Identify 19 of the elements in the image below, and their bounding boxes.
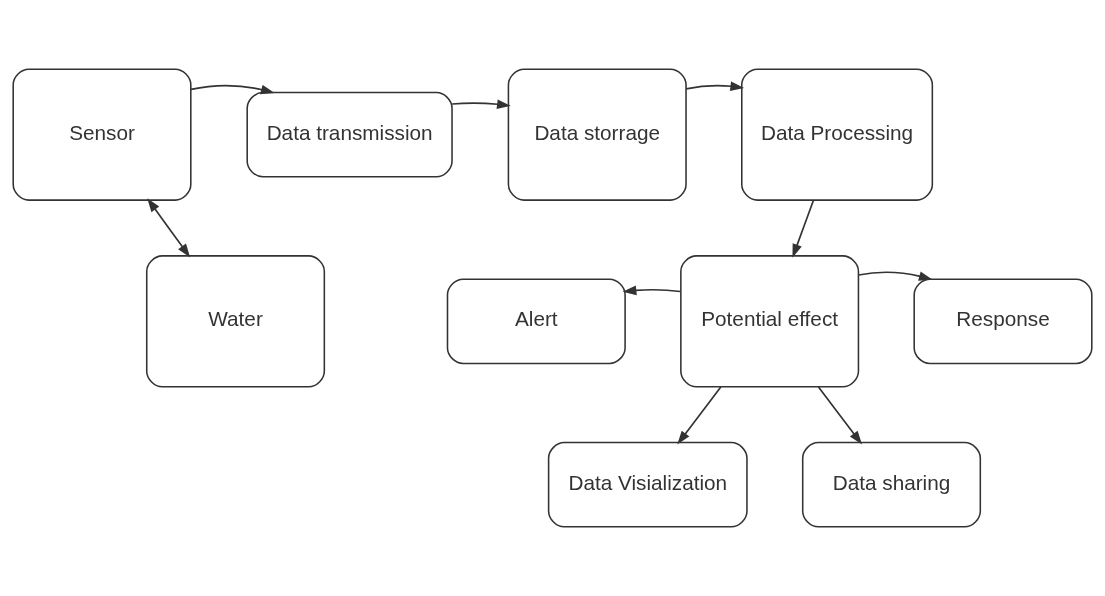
arrow (685, 81, 745, 91)
arrow (817, 386, 863, 445)
node-box: Response (913, 278, 1093, 365)
arrow (190, 84, 275, 95)
node-box: Potential effect (680, 255, 860, 388)
node-box: Alert (446, 278, 626, 365)
arrow (792, 199, 815, 258)
arrow (147, 198, 191, 258)
node-box: Data sharing (801, 441, 982, 528)
node-box: Sensor (12, 68, 192, 201)
node-box: Water (145, 255, 326, 388)
arrow (677, 386, 722, 445)
arrow (857, 271, 933, 281)
node-box: Data Processing (741, 68, 934, 201)
arrow (622, 285, 682, 296)
node-box: Data storrage (507, 68, 687, 201)
node-box: Data Visialization (547, 441, 748, 528)
arrow (451, 99, 511, 109)
node-box: Data transmission (246, 91, 453, 178)
